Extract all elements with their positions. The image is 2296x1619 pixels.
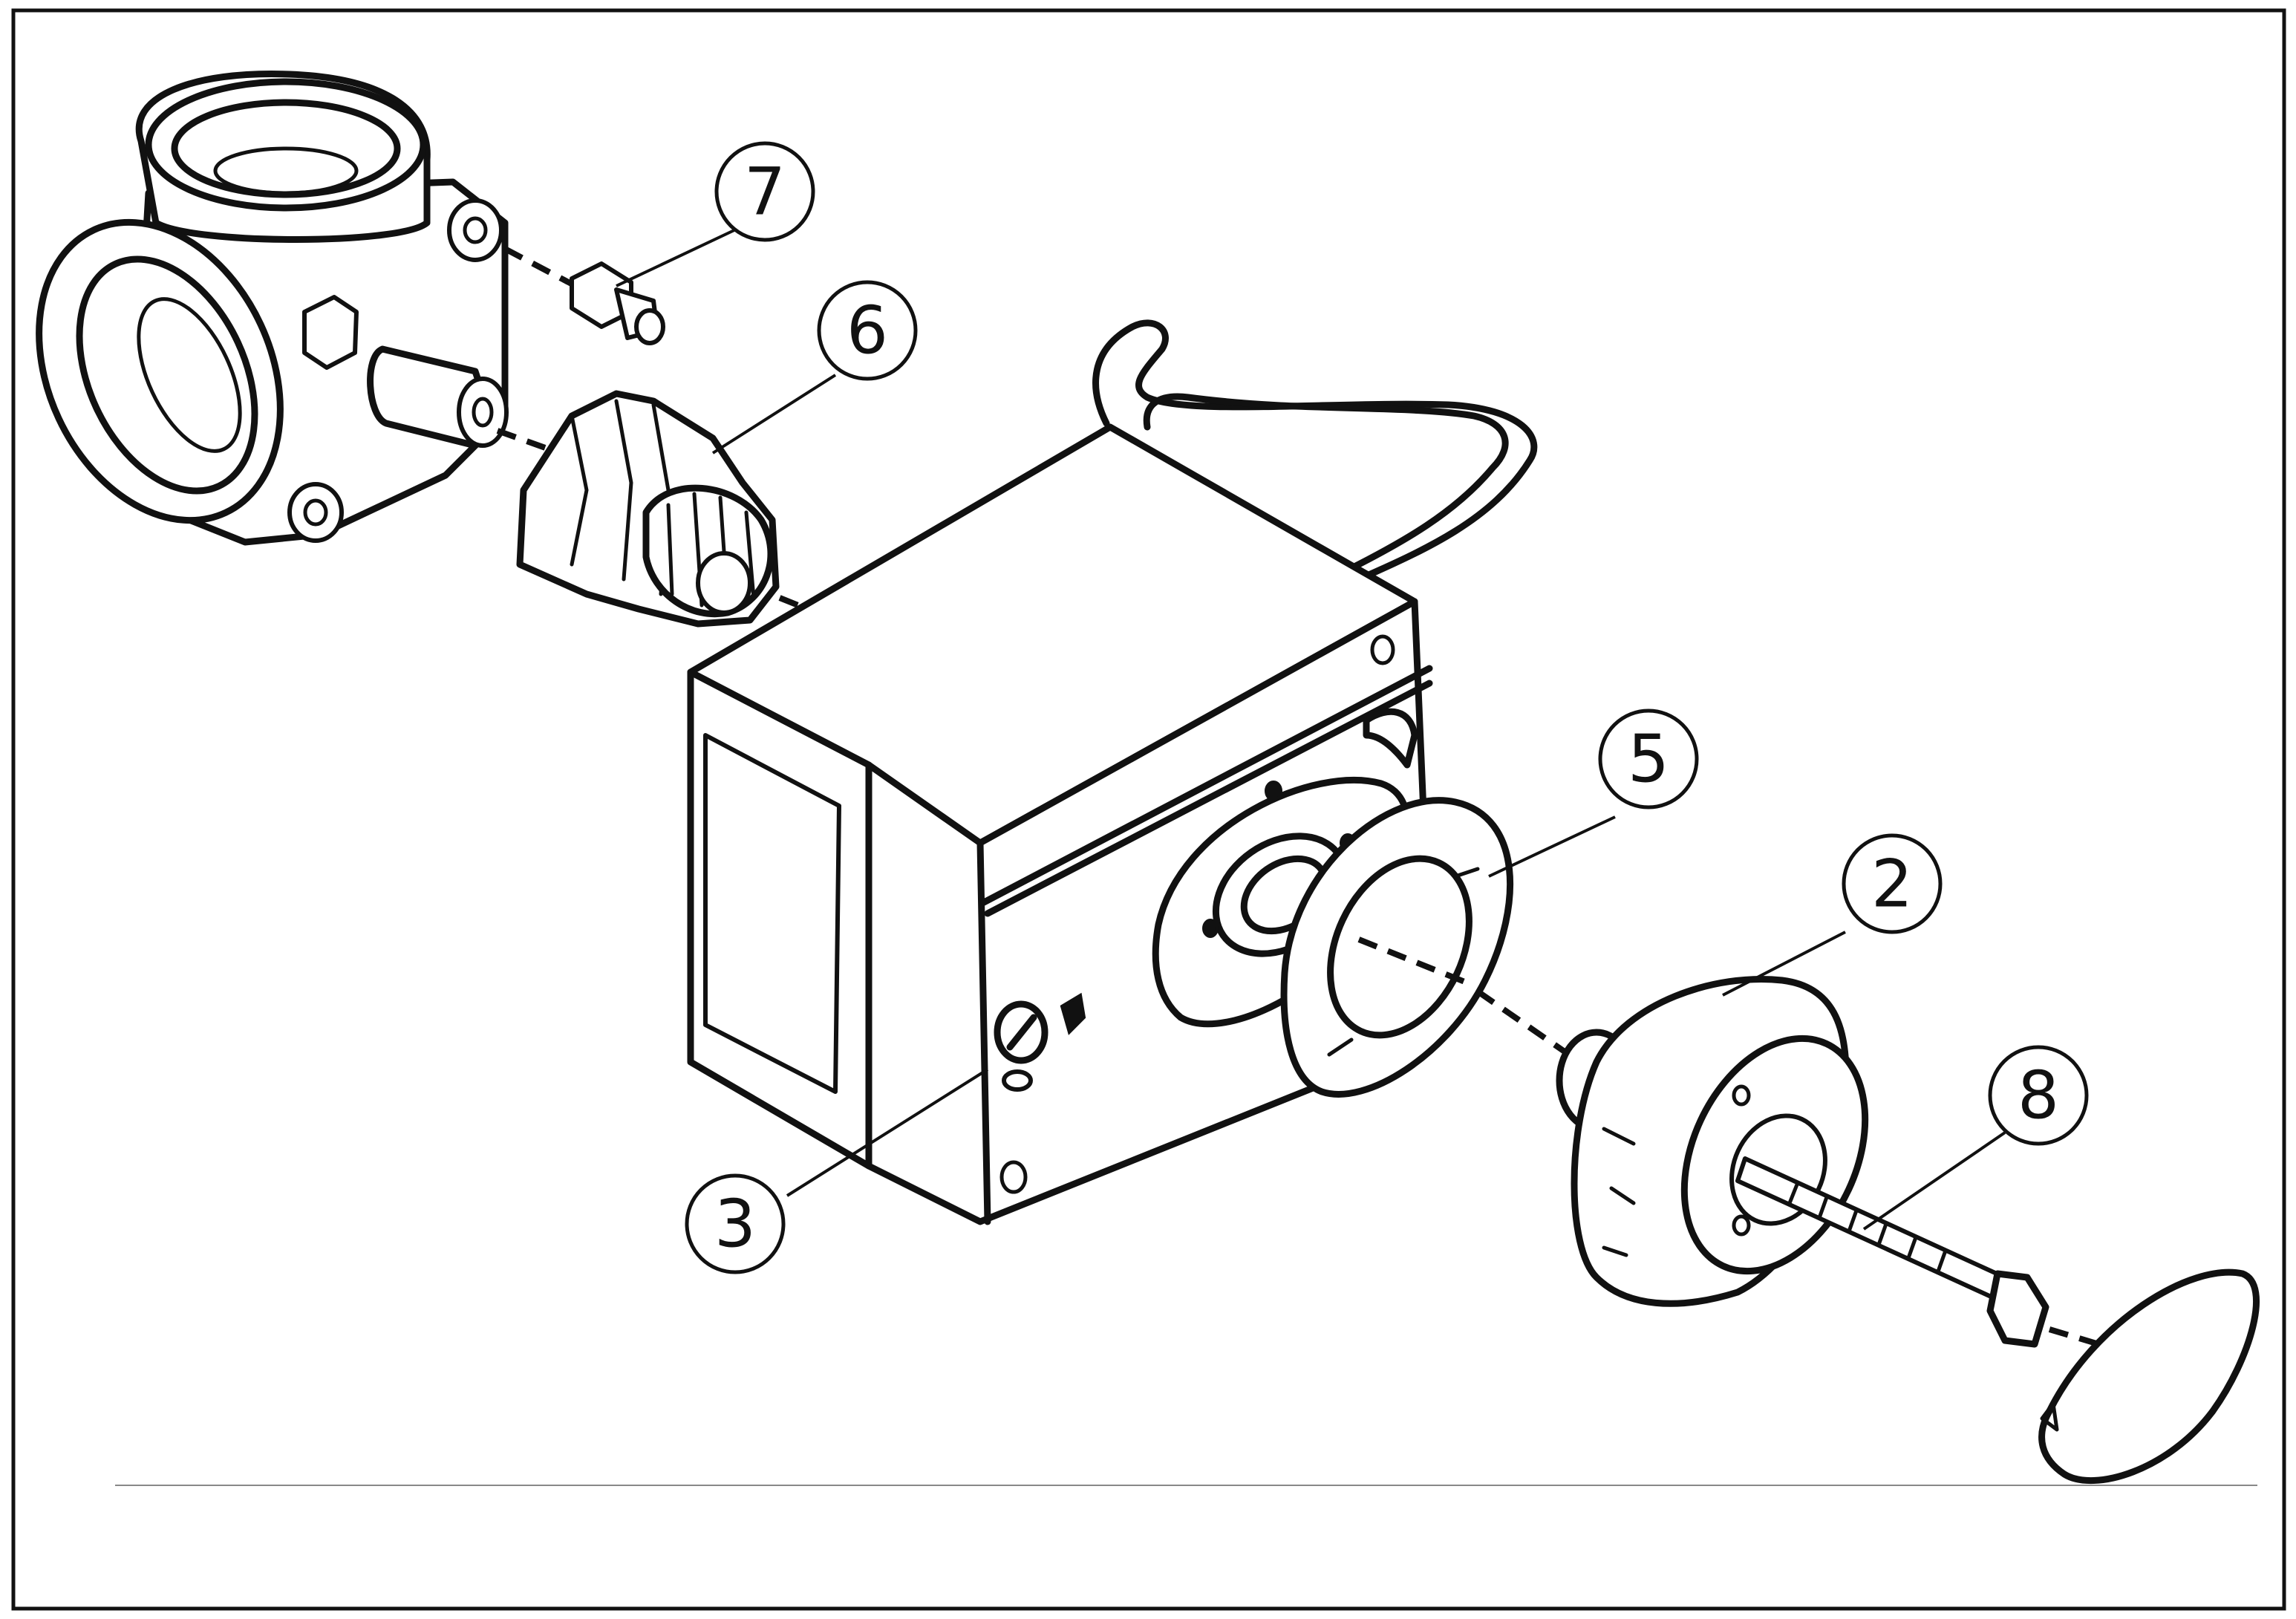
callout-7-label: 7 xyxy=(744,154,786,230)
ring-icon xyxy=(1280,797,1576,1098)
actuator-icon xyxy=(687,423,1437,1225)
valve-body-icon xyxy=(36,71,509,546)
leader-3 xyxy=(786,1068,989,1197)
callout-2: 2 xyxy=(1842,833,1943,934)
set-screw-icon xyxy=(503,246,665,345)
callout-3: 3 xyxy=(685,1173,786,1274)
cable-icon xyxy=(1092,319,1538,583)
frame-border xyxy=(11,8,2286,1611)
cap-icon xyxy=(2038,1268,2260,1485)
callout-7: 7 xyxy=(714,141,815,242)
coupling-icon xyxy=(496,390,818,628)
leader-2 xyxy=(1722,931,1846,997)
callout-2-label: 2 xyxy=(1871,846,1913,922)
callout-6: 6 xyxy=(817,280,918,381)
leader-6 xyxy=(711,374,837,455)
callout-8: 8 xyxy=(1988,1045,2089,1146)
knob-icon xyxy=(1556,976,1869,1307)
callout-5: 5 xyxy=(1598,708,1699,810)
leader-5 xyxy=(1488,815,1616,878)
callout-6-label: 6 xyxy=(847,293,888,369)
callout-3-label: 3 xyxy=(714,1186,756,1263)
callout-5-label: 5 xyxy=(1628,721,1669,798)
bolt-icon xyxy=(1735,1156,2125,1355)
leader-8 xyxy=(1862,1131,2006,1231)
leader-7 xyxy=(616,221,751,287)
callout-8-label: 8 xyxy=(2018,1058,2059,1134)
